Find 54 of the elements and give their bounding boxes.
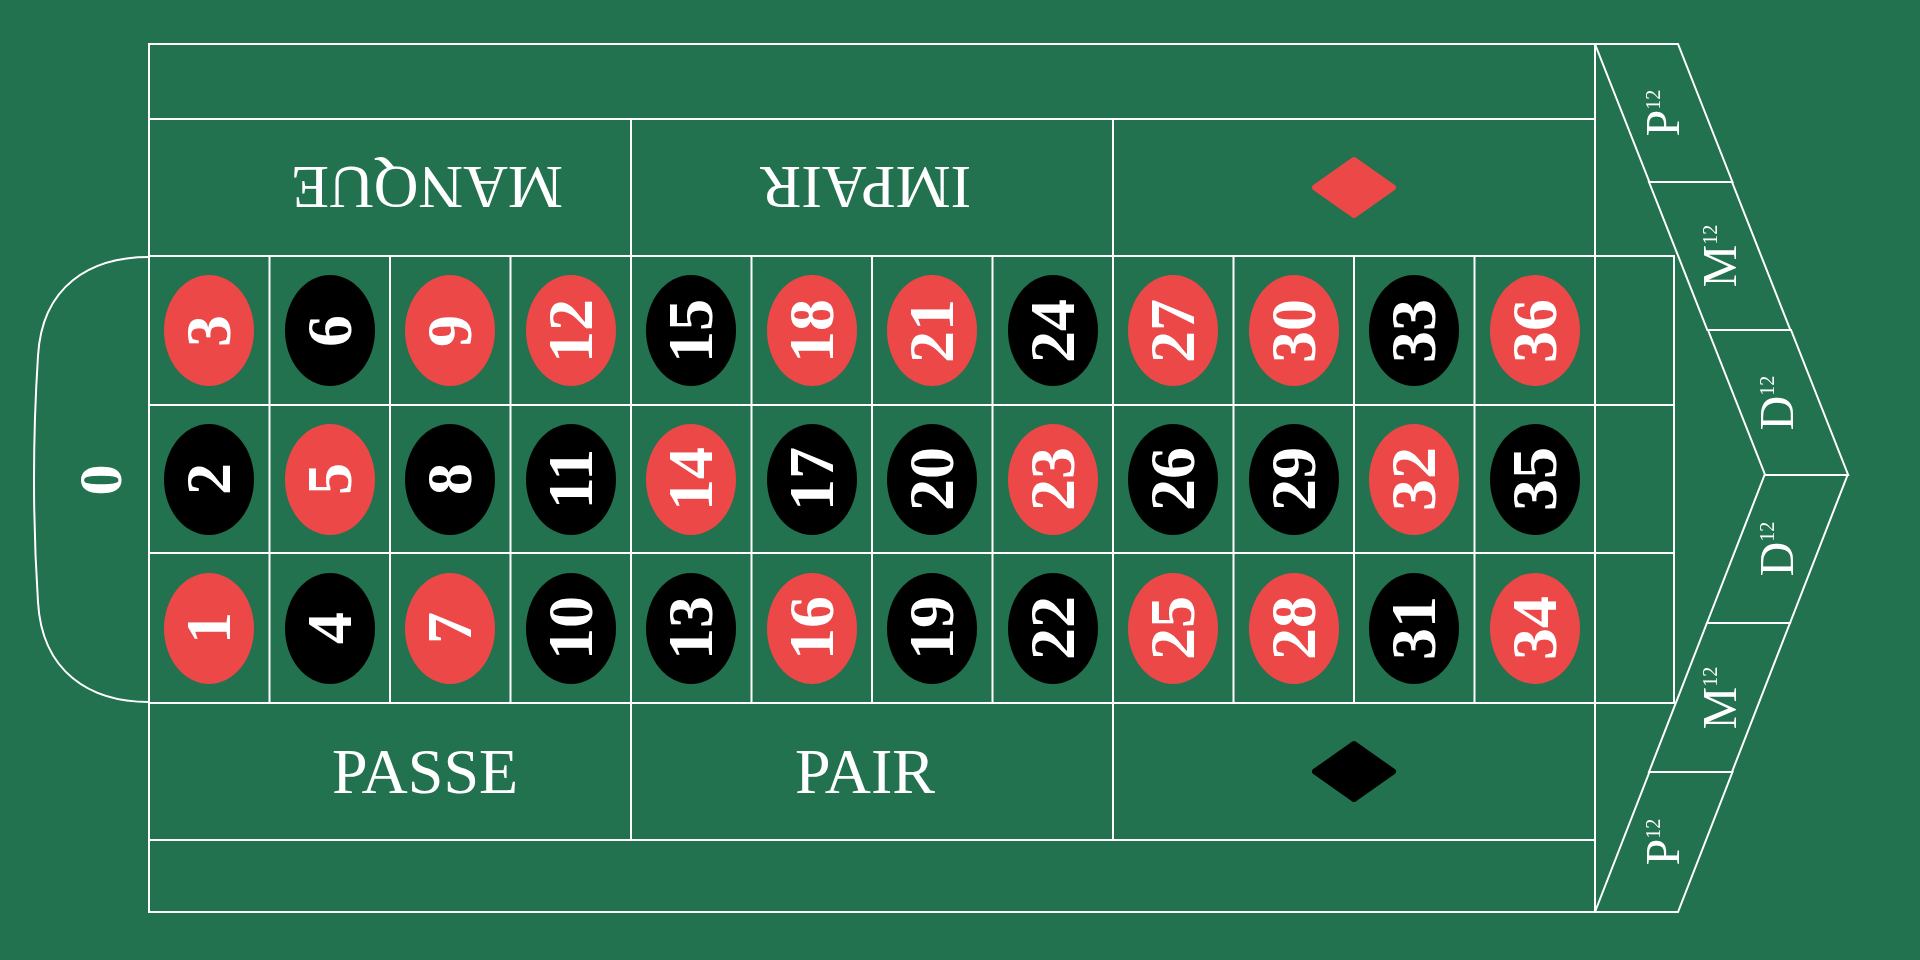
column-bet-area	[1594, 552, 1675, 704]
dozen-bet-area	[1707, 475, 1848, 623]
number-label: 27	[1141, 298, 1206, 363]
number-label: 25	[1141, 596, 1206, 660]
number-label: 26	[1141, 447, 1206, 511]
dozen-bet-area	[1649, 182, 1791, 330]
dozen-bet-area	[1595, 772, 1733, 912]
dozen-bet-area	[1649, 623, 1791, 772]
bet-label: IMPAIR	[760, 156, 972, 219]
number-label: 12	[538, 298, 603, 363]
number-label: 1	[177, 612, 242, 644]
number-label: 19	[900, 596, 965, 660]
number-label: 5	[297, 463, 362, 495]
diamond-icon	[1312, 157, 1396, 218]
number-label: 21	[900, 298, 965, 363]
number-label: 4	[297, 612, 362, 644]
number-label: 16	[779, 596, 844, 660]
number-label: 11	[538, 448, 603, 510]
number-label: 30	[1261, 298, 1326, 363]
number-label: 36	[1502, 298, 1567, 363]
zero-area	[30, 256, 149, 703]
number-label: 34	[1502, 596, 1567, 660]
number-label: 18	[779, 298, 844, 363]
number-label: 20	[900, 447, 965, 511]
bet-label: MANQUE	[290, 156, 564, 219]
number-label: 28	[1261, 596, 1326, 660]
number-label: 35	[1502, 447, 1567, 511]
number-label: 9	[418, 314, 483, 347]
number-label: 22	[1020, 596, 1085, 660]
top-band	[148, 43, 1596, 120]
number-label: 3	[177, 314, 242, 347]
number-label: 15	[659, 298, 724, 363]
number-label: 10	[538, 596, 603, 660]
number-label: 17	[779, 447, 844, 511]
bet-label: PAIR	[795, 739, 935, 804]
number-label: 8	[418, 463, 483, 495]
number-label: 32	[1382, 447, 1447, 511]
column-bet-area	[1594, 255, 1675, 406]
number-label: 0	[68, 464, 131, 495]
number-label: 23	[1020, 447, 1085, 511]
number-label: 24	[1020, 298, 1085, 363]
number-label: 2	[177, 463, 242, 495]
dozen-bet-area	[1707, 330, 1848, 475]
number-label: 33	[1382, 298, 1447, 363]
bet-label: PASSE	[331, 739, 519, 804]
number-label: 7	[418, 612, 483, 644]
number-label: 31	[1382, 596, 1447, 660]
number-label: 29	[1261, 447, 1326, 511]
number-label: 14	[659, 447, 724, 511]
dozen-bet-area	[1595, 44, 1733, 182]
number-label: 13	[659, 596, 724, 660]
diamond-icon	[1312, 741, 1396, 802]
bottom-band	[148, 839, 1596, 913]
number-label: 6	[297, 314, 362, 347]
